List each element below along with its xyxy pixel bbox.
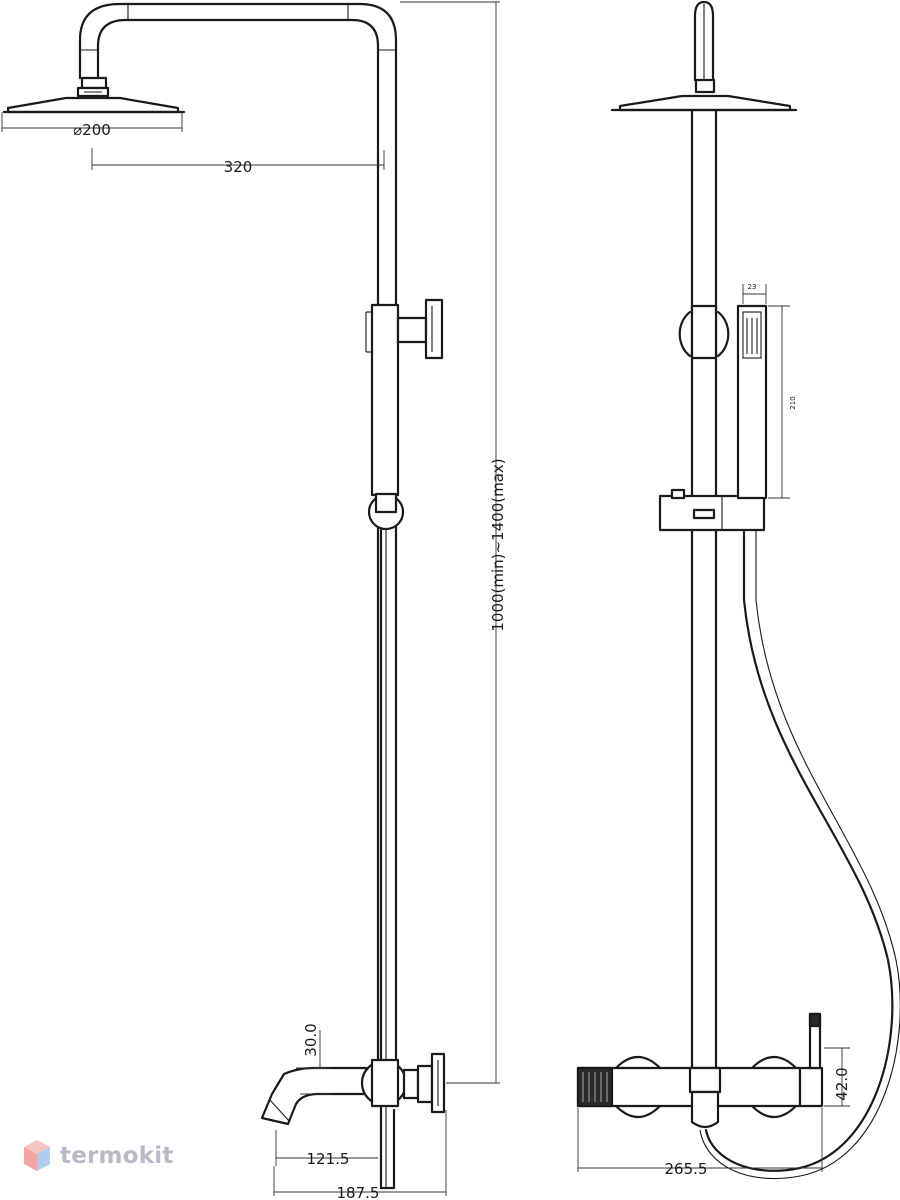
front-diverter	[678, 310, 692, 358]
bottom-outlet	[690, 1090, 720, 1129]
height-range-label: 1000(min)~1400(max)	[489, 458, 507, 631]
spout	[260, 1066, 368, 1126]
brand-name: termokit	[60, 1143, 174, 1169]
overhead-arm-inner	[96, 18, 380, 307]
overhead-arm	[78, 2, 398, 307]
mixer-width-label: 265.5	[665, 1160, 708, 1178]
spout-reach-label: 121.5	[307, 1150, 350, 1168]
cube-icon	[24, 1140, 50, 1171]
diverter-knob	[396, 316, 428, 344]
swivel-joint	[80, 76, 108, 90]
total-depth-label: 187.5	[337, 1184, 380, 1200]
hand-shower-length-label: 210	[789, 396, 797, 409]
side-view: ⌀200 320	[1, 1, 507, 1200]
arm-reach-label: 320	[224, 158, 253, 176]
front-lever	[798, 1066, 824, 1108]
front-shower-head	[618, 94, 792, 112]
diverter-body	[370, 303, 400, 497]
spout-height-label: 30.0	[302, 1023, 320, 1056]
mixer-handle	[416, 1064, 434, 1104]
front-hose	[704, 528, 894, 1172]
front-arm	[693, 0, 715, 82]
brand-logo: termokit	[22, 1136, 173, 1176]
shower-head	[6, 96, 180, 114]
front-view: 23 210 42.0	[576, 0, 900, 1180]
head-diameter-label: ⌀200	[73, 121, 111, 139]
handle-height-label: 42.0	[833, 1067, 851, 1100]
hand-shower-width-label: 23	[748, 283, 757, 291]
